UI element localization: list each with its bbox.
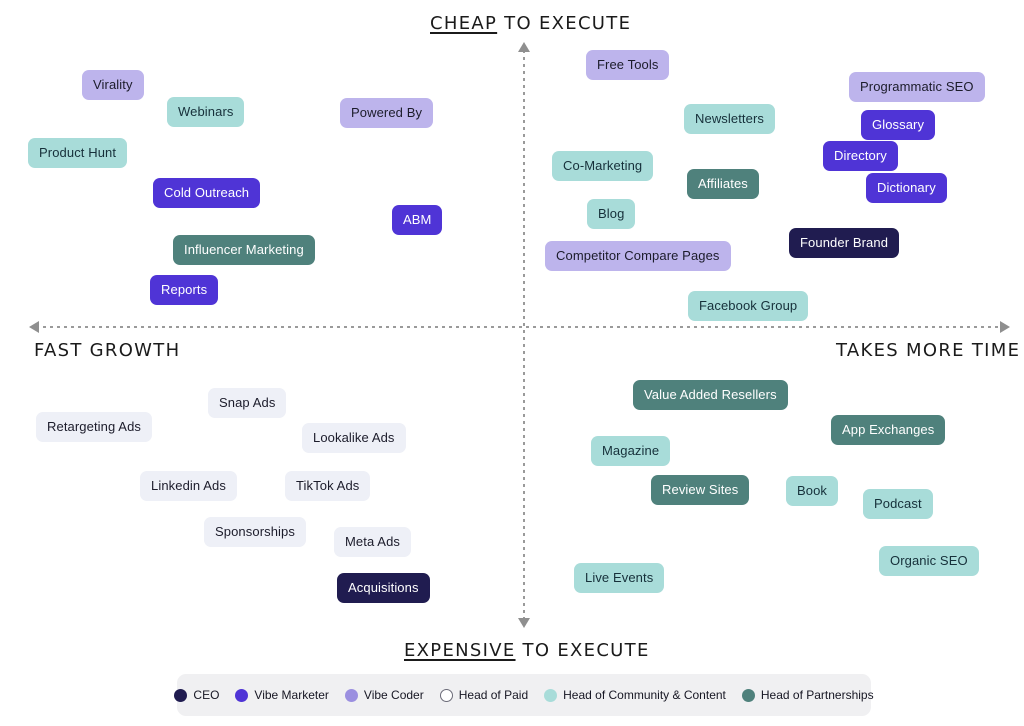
axis-label-bottom-rest: TO EXECUTE: [515, 640, 650, 661]
legend-label: Vibe Marketer: [254, 688, 329, 702]
axis-label-top-rest: TO EXECUTE: [497, 13, 632, 34]
legend-item-community[interactable]: Head of Community & Content: [544, 688, 726, 702]
legend-swatch-paid-icon: [439, 688, 453, 702]
legend-item-coder[interactable]: Vibe Coder: [344, 688, 424, 702]
legend-label: Head of Partnerships: [760, 688, 874, 702]
channel-pill[interactable]: Cold Outreach: [153, 178, 261, 208]
channel-pill[interactable]: Founder Brand: [789, 228, 900, 258]
legend-label: Head of Paid: [458, 688, 529, 702]
channel-pill[interactable]: Linkedin Ads: [140, 471, 237, 501]
horizontal-axis: [36, 326, 1008, 328]
axis-arrow-left-icon: [29, 321, 39, 333]
legend-label: Head of Community & Content: [563, 688, 726, 702]
channel-pill[interactable]: Podcast: [863, 489, 933, 519]
channel-pill[interactable]: Product Hunt: [28, 138, 128, 168]
axis-arrow-down-icon: [518, 618, 530, 628]
axis-label-left: FAST GROWTH: [34, 340, 181, 361]
channel-pill[interactable]: Blog: [587, 199, 636, 229]
channel-pill[interactable]: Dictionary: [866, 173, 947, 203]
channel-pill[interactable]: Webinars: [167, 97, 245, 127]
channel-pill[interactable]: Magazine: [591, 436, 671, 466]
channel-pill[interactable]: Competitor Compare Pages: [545, 241, 731, 271]
channel-pill[interactable]: Live Events: [574, 563, 665, 593]
channel-pill[interactable]: Programmatic SEO: [849, 72, 985, 102]
channel-pill[interactable]: Facebook Group: [688, 291, 809, 321]
channel-pill[interactable]: Snap Ads: [208, 388, 287, 418]
channel-pill[interactable]: ABM: [392, 205, 443, 235]
legend-item-ceo[interactable]: CEO: [174, 688, 219, 702]
legend-item-partner[interactable]: Head of Partnerships: [741, 688, 874, 702]
legend-item-paid[interactable]: Head of Paid: [439, 688, 529, 702]
channel-pill[interactable]: Acquisitions: [337, 573, 430, 603]
axis-label-right: TAKES MORE TIME: [836, 340, 1021, 361]
channel-pill[interactable]: App Exchanges: [831, 415, 946, 445]
legend-item-marketer[interactable]: Vibe Marketer: [235, 688, 329, 702]
channel-pill[interactable]: Glossary: [861, 110, 936, 140]
channel-pill[interactable]: Meta Ads: [334, 527, 411, 557]
legend-swatch-ceo-icon: [174, 688, 188, 702]
legend-label: Vibe Coder: [363, 688, 424, 702]
channel-pill[interactable]: Affiliates: [687, 169, 759, 199]
axis-label-bottom-emphasis: EXPENSIVE: [404, 640, 516, 661]
legend-label: CEO: [193, 688, 220, 702]
channel-pill[interactable]: Lookalike Ads: [302, 423, 406, 453]
legend-swatch-partner-icon: [741, 688, 755, 702]
channel-pill[interactable]: Powered By: [340, 98, 434, 128]
vertical-axis: [523, 50, 525, 622]
legend-swatch-coder-icon: [344, 688, 358, 702]
channel-pill[interactable]: Review Sites: [651, 475, 750, 505]
axis-label-bottom: EXPENSIVE TO EXECUTE: [404, 640, 650, 661]
channel-pill[interactable]: Organic SEO: [879, 546, 979, 576]
channel-pill[interactable]: TikTok Ads: [285, 471, 371, 501]
axis-arrow-right-icon: [1000, 321, 1010, 333]
channel-pill[interactable]: Free Tools: [586, 50, 670, 80]
legend-swatch-community-icon: [544, 688, 558, 702]
axis-arrow-up-icon: [518, 42, 530, 52]
legend: CEO Vibe Marketer Vibe Coder Head of Paid He…: [174, 674, 874, 716]
channel-pill[interactable]: Directory: [823, 141, 898, 171]
channel-pill[interactable]: Book: [786, 476, 839, 506]
channel-pill[interactable]: Sponsorships: [204, 517, 306, 547]
channel-pill[interactable]: Value Added Resellers: [633, 380, 788, 410]
axis-label-top-emphasis: CHEAP: [430, 13, 498, 34]
channel-pill[interactable]: Influencer Marketing: [173, 235, 315, 265]
legend-swatch-marketer-icon: [235, 688, 249, 702]
channel-pill[interactable]: Virality: [82, 70, 144, 100]
channel-pill[interactable]: Retargeting Ads: [36, 412, 153, 442]
channel-pill[interactable]: Reports: [150, 275, 219, 305]
channel-pill[interactable]: Co-Marketing: [552, 151, 654, 181]
axis-label-top: CHEAP TO EXECUTE: [430, 13, 631, 34]
channel-pill[interactable]: Newsletters: [684, 104, 776, 134]
